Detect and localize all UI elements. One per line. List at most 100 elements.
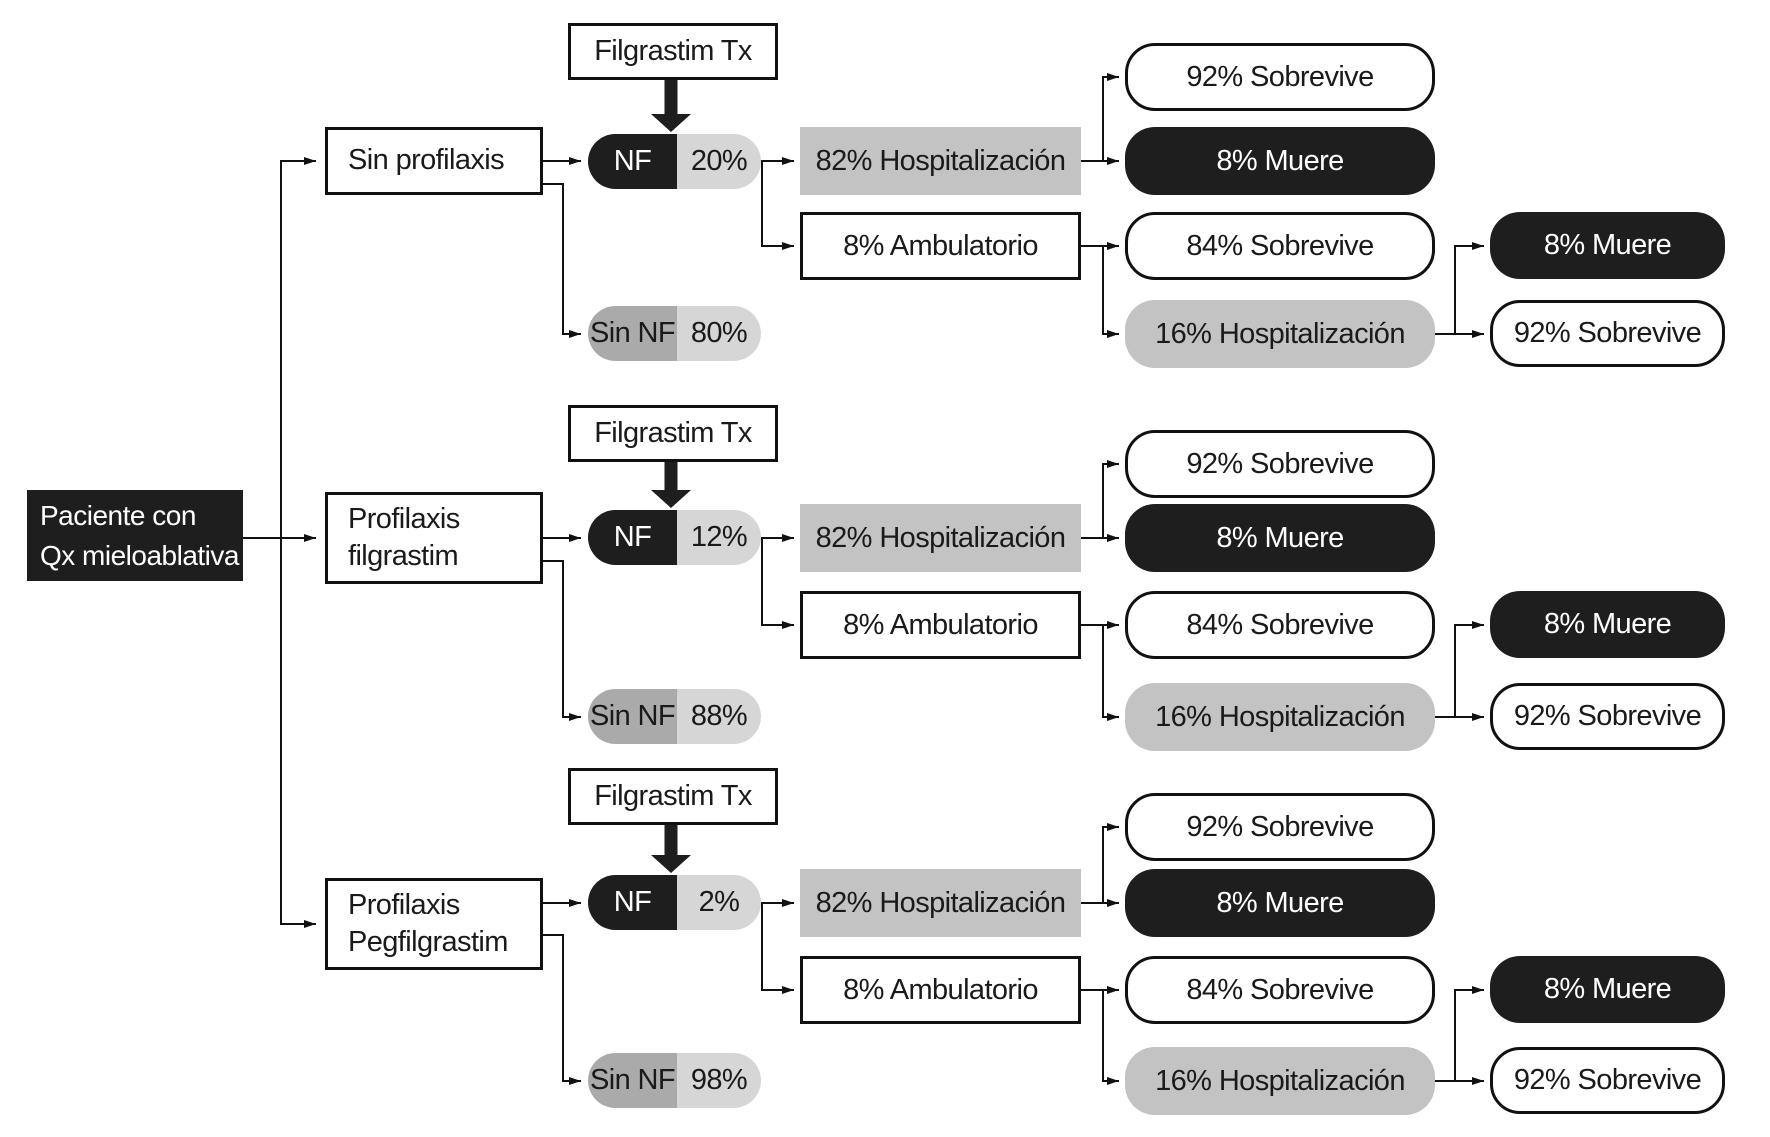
t2-muere-hosp-label: 8% Muere [1216, 521, 1344, 554]
t1-ambulatorio-box: 8% Ambulatorio [800, 212, 1081, 280]
t2-muere-rehosp-label: 8% Muere [1543, 608, 1672, 640]
t3-sin-nf-pill: Sin NF 98% [588, 1053, 761, 1108]
wire-t2-nf-amb [761, 538, 794, 629]
t1-nf-pill: NF 20% [588, 134, 761, 189]
t2-sobrevive-amb-label: 84% Sobrevive [1186, 608, 1374, 641]
t2-rehosp-label: 16% Hospitalización [1155, 700, 1405, 733]
t1-muere-rehosp-box: 8% Muere [1490, 212, 1725, 279]
t3-sobrevive-amb-box: 84% Sobrevive [1125, 956, 1435, 1024]
wire-t1-hosp-sobrevive [1081, 73, 1119, 162]
t1-nf-label: NF [588, 134, 677, 189]
t3-muere-rehosp-box: 8% Muere [1490, 956, 1725, 1023]
t1-hospitalizacion-label: 82% Hospitalización [815, 144, 1066, 177]
t3-treatment-box: Filgrastim Tx [568, 768, 778, 825]
t1-treatment-arrow-icon [651, 80, 691, 132]
t1-sobrevive-rehosp-label: 92% Sobrevive [1513, 317, 1702, 349]
t2-branch-label-line1: Profilaxis [348, 502, 460, 535]
t3-treatment-label: Filgrastim Tx [594, 780, 752, 812]
t1-sobrevive-amb-label: 84% Sobrevive [1186, 229, 1374, 262]
t3-branch-label-line1: Profilaxis [348, 888, 460, 921]
t1-sin-nf-pill: Sin NF 80% [588, 306, 761, 361]
t1-ambulatorio-label: 8% Ambulatorio [843, 229, 1038, 262]
wire-t3-rehosp-muere [1435, 986, 1484, 1082]
t3-rehosp-box: 16% Hospitalización [1125, 1047, 1435, 1115]
t2-nf-label: NF [588, 510, 677, 565]
t1-rehosp-box: 16% Hospitalización [1125, 300, 1435, 368]
t1-treatment-box: Filgrastim Tx [568, 23, 778, 80]
t3-treatment-arrow-icon [651, 825, 691, 873]
t1-rehosp-label: 16% Hospitalización [1155, 317, 1405, 350]
t2-ambulatorio-box: 8% Ambulatorio [800, 591, 1081, 659]
treatment-arrows [651, 80, 691, 873]
t3-sobrevive-hosp-box: 92% Sobrevive [1125, 793, 1435, 861]
wire-trunk-to-branch1 [280, 157, 316, 538]
t1-sobrevive-rehosp-box: 92% Sobrevive [1490, 300, 1725, 367]
t2-sobrevive-hosp-box: 92% Sobrevive [1125, 430, 1435, 498]
t3-hospitalizacion-label: 82% Hospitalización [815, 886, 1066, 919]
t3-sobrevive-amb-label: 84% Sobrevive [1186, 973, 1374, 1006]
t2-sin-nf-label: Sin NF [588, 689, 677, 744]
wire-t3-amb-rehosp [1081, 989, 1119, 1085]
t3-sobrevive-rehosp-label: 92% Sobrevive [1513, 1064, 1702, 1096]
root-label-line2: Qx mieloablativa [40, 539, 239, 571]
root-node-paciente: Paciente con Qx mieloablativa [27, 490, 243, 581]
t1-hospitalizacion-box: 82% Hospitalización [800, 127, 1081, 195]
t1-branch-label: Sin profilaxis [348, 144, 505, 177]
wire-t3-nf-amb [761, 903, 794, 994]
t3-muere-hosp-label: 8% Muere [1216, 886, 1344, 919]
t2-muere-hosp-box: 8% Muere [1125, 504, 1435, 572]
t2-sobrevive-rehosp-box: 92% Sobrevive [1490, 683, 1725, 750]
wire-t3-hosp-sobrevive [1081, 823, 1119, 904]
t1-sin-nf-pct: 80% [677, 306, 761, 361]
t2-rehosp-box: 16% Hospitalización [1125, 683, 1435, 751]
t2-nf-pill: NF 12% [588, 510, 761, 565]
t2-sobrevive-hosp-label: 92% Sobrevive [1186, 447, 1374, 480]
t1-nf-pct: 20% [677, 134, 761, 189]
t2-ambulatorio-label: 8% Ambulatorio [843, 608, 1038, 641]
t2-branch-box: Profilaxis filgrastim [325, 492, 543, 584]
t3-muere-hosp-box: 8% Muere [1125, 869, 1435, 937]
wire-t3-branch-sinnf [543, 934, 581, 1085]
wire-t2-branch-sinnf [543, 560, 581, 721]
t1-muere-rehosp-label: 8% Muere [1543, 229, 1672, 261]
t3-branch-box: Profilaxis Pegfilgrastim [325, 878, 543, 970]
t3-nf-label: NF [588, 875, 677, 930]
t2-treatment-label: Filgrastim Tx [594, 417, 752, 449]
t3-ambulatorio-label: 8% Ambulatorio [843, 973, 1038, 1006]
t3-muere-rehosp-label: 8% Muere [1543, 973, 1672, 1005]
t3-sin-nf-label: Sin NF [588, 1053, 677, 1108]
t2-sin-nf-pct: 88% [677, 689, 761, 744]
t1-sobrevive-hosp-label: 92% Sobrevive [1186, 60, 1374, 93]
t1-treatment-label: Filgrastim Tx [594, 35, 752, 67]
wire-t1-branch-sinnf [543, 183, 581, 338]
t1-muere-hosp-box: 8% Muere [1125, 127, 1435, 195]
t3-sin-nf-pct: 98% [677, 1053, 761, 1108]
wire-group [243, 73, 1484, 1085]
t2-hospitalizacion-label: 82% Hospitalización [815, 521, 1066, 554]
wire-trunk-to-branch3 [280, 538, 316, 928]
t3-nf-pct: 2% [677, 875, 761, 930]
wire-t1-rehosp-muere [1435, 242, 1484, 335]
t2-sin-nf-pill: Sin NF 88% [588, 689, 761, 744]
wire-t1-nf-amb [761, 161, 794, 250]
t3-hospitalizacion-box: 82% Hospitalización [800, 869, 1081, 937]
wire-t1-amb-rehosp [1081, 245, 1119, 338]
t1-sin-nf-label: Sin NF [588, 306, 677, 361]
wire-t2-amb-rehosp [1081, 624, 1119, 721]
root-label-line1: Paciente con [40, 500, 196, 532]
t2-treatment-box: Filgrastim Tx [568, 405, 778, 462]
wire-t2-hosp-sobrevive [1081, 460, 1119, 539]
t3-sobrevive-rehosp-box: 92% Sobrevive [1490, 1047, 1725, 1114]
t3-ambulatorio-box: 8% Ambulatorio [800, 956, 1081, 1024]
wire-t2-rehosp-muere [1435, 621, 1484, 718]
t2-branch-label-line2: filgrastim [348, 540, 459, 572]
t3-nf-pill: NF 2% [588, 875, 761, 930]
t2-nf-pct: 12% [677, 510, 761, 565]
t3-branch-label-line2: Pegfilgrastim [348, 926, 508, 958]
t2-treatment-arrow-icon [651, 462, 691, 508]
t3-sobrevive-hosp-label: 92% Sobrevive [1186, 810, 1374, 843]
t1-muere-hosp-label: 8% Muere [1216, 144, 1344, 177]
t2-hospitalizacion-box: 82% Hospitalización [800, 504, 1081, 572]
